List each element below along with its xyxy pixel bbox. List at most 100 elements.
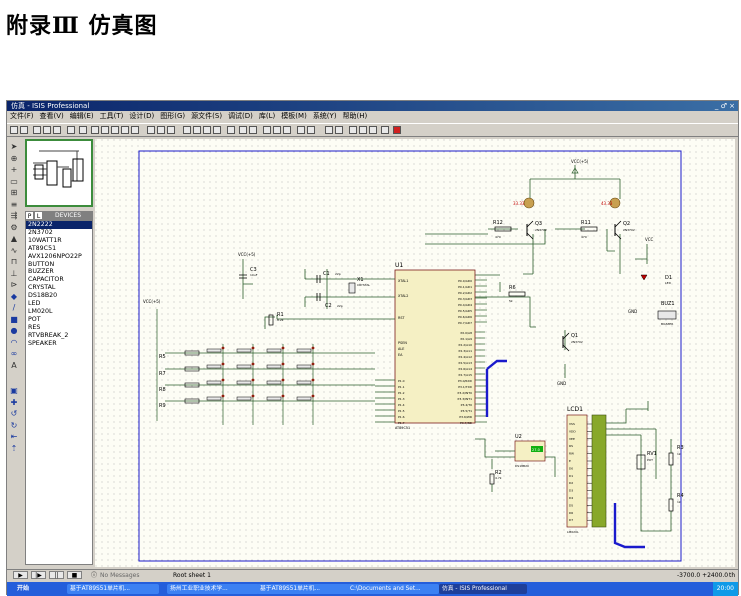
device-item[interactable]: RES [28,323,41,331]
toolbar-button[interactable] [183,126,191,134]
schematic-canvas[interactable]: VCC(+5) Q3 2N3702 Q2 2N3702 33.33 43.33 [95,139,735,567]
keypad-button[interactable] [266,380,282,385]
menu-item-9[interactable]: 模板(M) [281,112,307,120]
toolbar-button[interactable] [20,126,28,134]
menu-item-10[interactable]: 系统(Y) [312,112,337,120]
toolbar-button[interactable] [157,126,165,134]
menu-item-7[interactable]: 调试(D) [228,112,253,120]
toolbar-button[interactable] [79,126,87,134]
keypad-button[interactable] [296,396,312,401]
keypad-button[interactable] [236,380,252,385]
toolbar-button[interactable] [167,126,175,134]
toolbar-button[interactable] [91,126,99,134]
taskbar-task[interactable]: 仿真 - ISIS Professional [439,584,527,594]
toolbar-button[interactable] [43,126,51,134]
mode-tool-icon[interactable]: ➤ [10,142,18,151]
taskbar-task[interactable]: 扬州工业职业技术学... [167,584,259,594]
toolbar-button[interactable] [131,126,139,134]
keypad-button[interactable] [296,348,312,353]
device-item[interactable]: SPEAKER [28,339,57,347]
mode-tool-icon[interactable]: ⊓ [10,257,18,266]
keypad-button[interactable] [236,348,252,353]
device-item[interactable]: CRYSTAL [28,284,56,292]
toolbar-button[interactable] [33,126,41,134]
toolbar-button[interactable] [111,126,119,134]
device-item[interactable]: RTVBREAK_2 [28,331,69,339]
mode-tool-icon[interactable]: ▭ [10,176,18,186]
keypad-button[interactable] [206,348,222,353]
mode-tool-icon[interactable]: ⊕ [10,153,18,163]
menu-item-2[interactable]: 编辑(E) [69,112,94,120]
keypad-button[interactable] [206,396,222,401]
taskbar-task[interactable]: 基于AT89S51单片机... [257,584,349,594]
keypad-button[interactable] [236,364,252,369]
keypad-button[interactable] [236,396,252,401]
start-button[interactable]: 开始 [17,585,30,592]
device-item[interactable]: AVX1206NPO22P [28,252,82,260]
toolbar-button[interactable] [359,126,367,134]
device-item[interactable]: 10WATT1R [28,236,62,244]
toolbar-button[interactable] [239,126,247,134]
device-item[interactable]: 2N2222 [26,221,92,229]
taskbar-task[interactable]: C:\Documents and Set... [347,584,439,594]
device-item[interactable]: DS18B20 [28,292,58,300]
mode-tool-icon[interactable]: ■ [10,314,18,324]
toolbar-button[interactable] [147,126,155,134]
mode-tool-icon[interactable]: ⊥ [10,268,18,278]
keypad-button[interactable] [266,364,282,369]
toolbar-button[interactable] [283,126,291,134]
window-controls[interactable]: _ ♂ × [714,102,735,110]
toolbar-button[interactable] [101,126,109,134]
mode-tool-icon[interactable]: ⇡ [10,443,18,453]
menu-item-3[interactable]: 工具(T) [99,112,124,120]
mode-tool-icon[interactable]: ↻ [10,420,18,430]
device-item[interactable]: LM020L [28,307,53,315]
keypad-button[interactable] [206,380,222,385]
mode-tool-icon[interactable]: + [10,165,18,174]
device-item[interactable]: POT [28,315,41,323]
mode-tool-icon[interactable]: ● [10,326,18,335]
mode-tool-icon[interactable]: ∞ [10,349,18,358]
tab-library[interactable]: L [34,211,43,220]
mode-tool-icon[interactable]: ⊳ [10,280,18,289]
menu-item-5[interactable]: 图形(G) [160,112,186,120]
pause-button[interactable]: || [49,571,64,579]
toolbar-button[interactable] [273,126,281,134]
toolbar-button[interactable] [369,126,377,134]
toolbar-button[interactable] [307,126,315,134]
toolbar-button[interactable] [227,126,235,134]
mode-tool-icon[interactable]: ◆ [10,291,18,301]
toolbar-button[interactable] [249,126,257,134]
mode-tool-icon[interactable]: A [11,360,17,370]
mode-tool-icon[interactable]: / [12,303,16,312]
menu-item-1[interactable]: 查看(V) [39,112,64,120]
play-button[interactable]: ▶ [13,571,28,579]
toolbar-button[interactable] [193,126,201,134]
mode-tool-icon[interactable]: ⇤ [10,432,18,441]
taskbar-task[interactable]: 基于AT89S51单片机... [67,584,159,594]
keypad-button[interactable] [296,364,312,369]
toolbar-button[interactable] [53,126,61,134]
mode-tool-icon[interactable]: ✚ [10,397,18,407]
tab-pick[interactable]: P [25,211,34,220]
toolbar-button[interactable] [297,126,305,134]
mode-tool-icon[interactable]: ⚙ [10,222,18,232]
toolbar-button[interactable] [203,126,211,134]
mode-tool-icon[interactable]: ⇶ [10,211,18,220]
menu-item-8[interactable]: 库(L) [258,112,276,120]
mode-tool-icon[interactable]: ∿ [10,245,18,255]
keypad-button[interactable] [296,380,312,385]
keypad-button[interactable] [266,396,282,401]
toolbar-button[interactable] [325,126,333,134]
keypad-button[interactable] [266,348,282,353]
menu-item-11[interactable]: 帮助(H) [342,112,368,120]
device-item[interactable]: AT89C51 [28,244,57,252]
stop-button[interactable]: ■ [67,571,82,579]
device-item[interactable]: LED [28,300,41,308]
toolbar-button[interactable] [67,126,75,134]
toolbar-button[interactable] [349,126,357,134]
toolbar-button[interactable] [10,126,18,134]
mode-tool-icon[interactable]: ↺ [10,409,18,418]
menu-item-6[interactable]: 源文件(S) [191,112,223,120]
